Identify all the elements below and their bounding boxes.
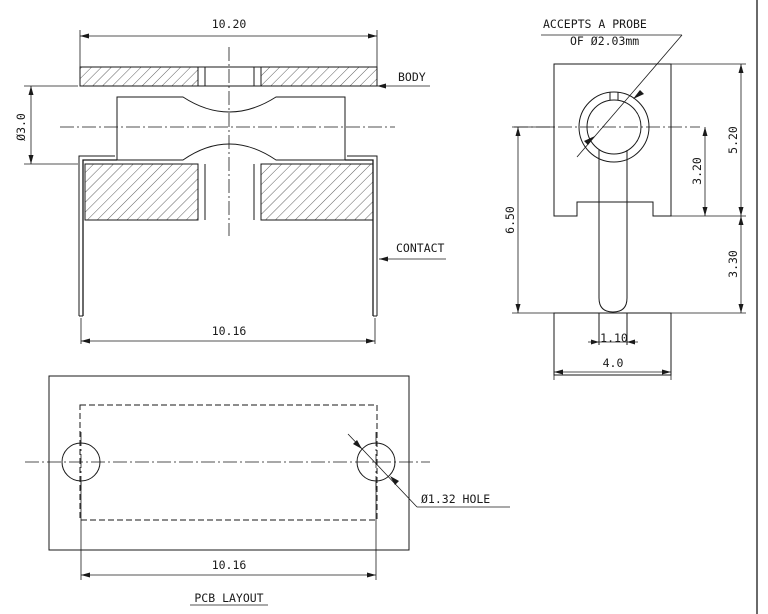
label-contact: CONTACT [396, 241, 445, 255]
label-hole: Ø1.32 HOLE [421, 492, 490, 506]
pcb-outline [48, 375, 410, 551]
label-pcb-layout: PCB LAYOUT [194, 591, 263, 605]
contact-left-leg [82, 159, 117, 316]
dim-lower-height: 3.30 [726, 250, 740, 278]
body-top-right-section [260, 66, 378, 87]
dim-top-height: 5.20 [726, 126, 740, 154]
contact-slot [598, 150, 628, 313]
label-probe-line2: OF Ø2.03mm [570, 34, 639, 48]
dim-bore-diameter: Ø3.0 [14, 113, 28, 141]
dim-overall-height: 6.50 [503, 206, 517, 234]
dim-pcb-pitch: 10.16 [212, 558, 247, 572]
label-probe-line1: ACCEPTS A PROBE [543, 17, 647, 31]
pcb-body-footprint [79, 404, 378, 521]
body-bottom-left-section [84, 163, 199, 221]
contact-spring [116, 96, 346, 161]
side-body-outline [553, 63, 672, 217]
body-bottom-right-section [260, 163, 374, 221]
contact-right-leg [345, 159, 374, 316]
side-view: ACCEPTS A PROBE OF Ø2.03mm 6.50 5.20 3.2… [503, 17, 746, 380]
pcb-layout-view: Ø1.32 HOLE 10.16 PCB LAYOUT [25, 375, 510, 606]
dim-side-width: 4.0 [603, 356, 624, 370]
dim-center-height: 3.20 [690, 157, 704, 185]
body-top-left-section [79, 66, 199, 87]
front-section-view: 10.20 Ø3.0 BODY CONTACT 10.16 [14, 17, 446, 344]
label-body: BODY [398, 70, 426, 84]
dim-slot-width: 1.10 [600, 331, 628, 345]
dim-contact-pitch: 10.16 [212, 324, 247, 338]
side-base [553, 312, 672, 376]
dim-body-width: 10.20 [212, 17, 247, 31]
